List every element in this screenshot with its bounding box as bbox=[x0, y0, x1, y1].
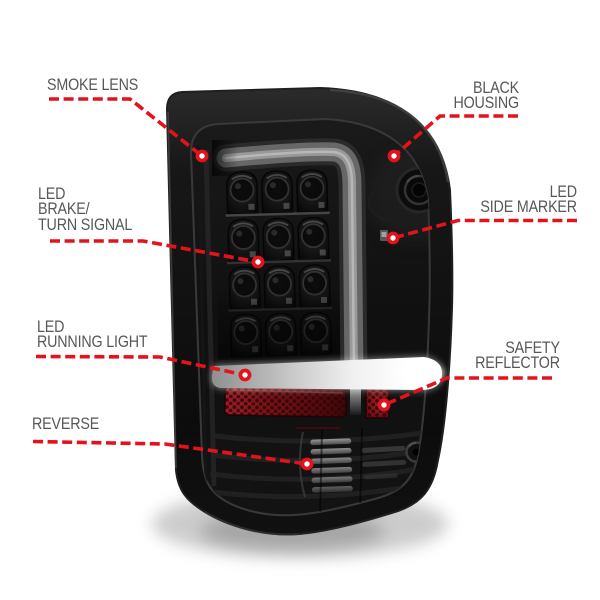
callout-line: REFLECTOR bbox=[475, 353, 560, 373]
housing-top-sheen bbox=[329, 88, 450, 183]
callout-dot-led-brake-turn-signal bbox=[251, 255, 265, 269]
led-array-fade bbox=[218, 288, 340, 360]
callout-line: REVERSE bbox=[32, 414, 100, 433]
callout-label-led-running-light: LED RUNNING LIGHT bbox=[37, 317, 148, 352]
callout-line: LED bbox=[38, 184, 66, 203]
callout-label-black-housing: BLACK HOUSING bbox=[453, 78, 520, 113]
callout-line: TURN SIGNAL bbox=[38, 214, 133, 234]
leader-reverse bbox=[32, 439, 308, 466]
callout-line: HOUSING bbox=[453, 93, 520, 113]
side-marker-led bbox=[380, 230, 388, 241]
leader-led-brake-turn-signal bbox=[50, 239, 259, 264]
callout-dot-led-side-marker bbox=[386, 231, 400, 245]
callout-label-led-side-marker: LED SIDE MARKER bbox=[480, 182, 577, 217]
callout-line: BLACK bbox=[473, 78, 519, 97]
lens-seam bbox=[319, 429, 323, 516]
callout-dot-safety-reflector bbox=[377, 398, 391, 412]
lens-rib bbox=[196, 144, 208, 485]
callout-line: LED bbox=[37, 317, 65, 336]
callout-line: BRAKE/ bbox=[38, 199, 90, 219]
housing-left-sheen bbox=[167, 111, 177, 469]
callout-line: SAFETY bbox=[505, 338, 560, 357]
callout-label-reverse: REVERSE bbox=[32, 414, 100, 433]
callout-line: LED bbox=[549, 182, 577, 201]
callout-line: RUNNING LIGHT bbox=[37, 332, 148, 352]
callout-label-led-brake-turn-signal: LED BRAKE/ TURN SIGNAL bbox=[38, 184, 133, 234]
callout-dots bbox=[195, 149, 401, 471]
light-bar-tube bbox=[212, 138, 368, 388]
tube-reflection bbox=[350, 388, 361, 415]
callout-dot-led-running-light bbox=[238, 368, 252, 382]
leader-led-side-marker bbox=[392, 218, 577, 240]
callout-line: SMOKE LENS bbox=[47, 75, 139, 94]
leader-smoke-lens bbox=[49, 97, 204, 158]
running-light-bar bbox=[211, 357, 444, 390]
callout-label-safety-reflector: SAFETY REFLECTOR bbox=[475, 338, 560, 373]
red-reflector-strip bbox=[224, 386, 347, 418]
callout-dot-reverse bbox=[300, 457, 314, 471]
lens-seam bbox=[359, 427, 363, 516]
leader-black-housing bbox=[392, 114, 518, 158]
leader-safety-reflector bbox=[383, 376, 552, 407]
callout-dot-black-housing bbox=[387, 149, 401, 163]
reverse-slats-dim bbox=[361, 445, 407, 480]
callout-dot-smoke-lens bbox=[195, 149, 209, 163]
callout-leaders bbox=[32, 97, 577, 466]
lens-rib bbox=[203, 149, 217, 487]
bulb-socket bbox=[395, 166, 430, 214]
callout-line: SIDE MARKER bbox=[480, 197, 577, 217]
leader-led-running-light bbox=[35, 354, 246, 377]
callout-label-smoke-lens: SMOKE LENS bbox=[47, 75, 139, 94]
housing-bottom-sheen bbox=[204, 511, 300, 536]
